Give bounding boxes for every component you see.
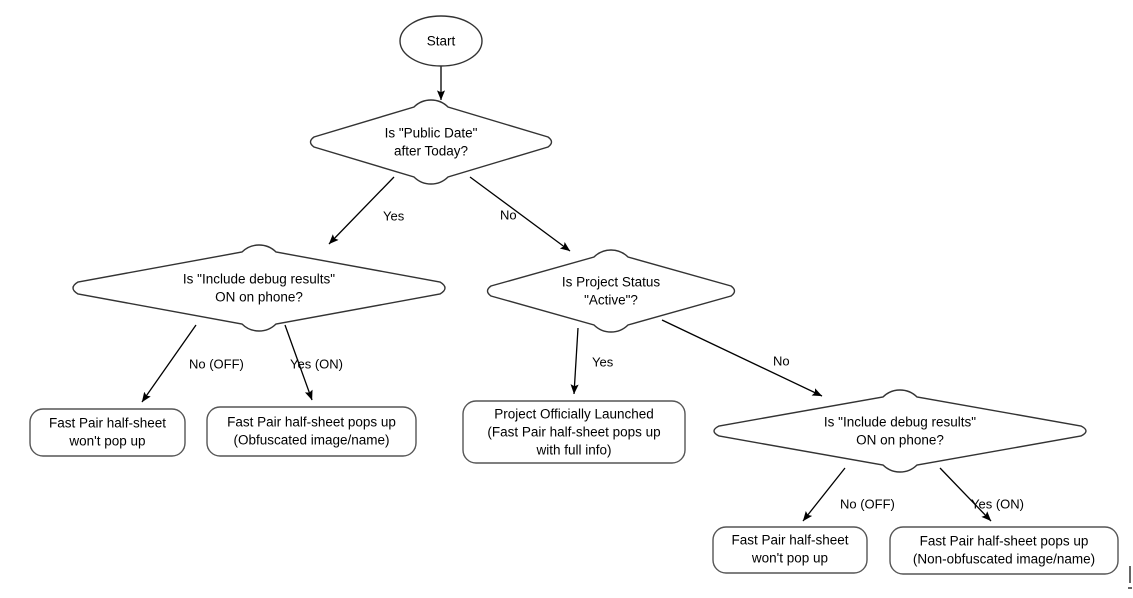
node-terminal-right-off[interactable]: Fast Pair half-sheet won't pop up	[712, 526, 868, 574]
node-decision-debug-right[interactable]: Is "Include debug results" ON on phone?	[713, 389, 1087, 473]
debug-left-line2: ON on phone?	[215, 290, 303, 305]
right-off-line2: won't pop up	[751, 551, 828, 566]
edge-right-debug-no-off	[802, 467, 846, 522]
left-on-box	[206, 406, 417, 457]
edge-left-debug-yes-on	[284, 324, 313, 401]
edge-public-date-no	[469, 176, 571, 252]
edge-project-status-no	[661, 319, 823, 397]
right-off-box	[712, 526, 868, 574]
node-decision-public-date[interactable]: Is "Public Date" after Today?	[309, 99, 553, 185]
edge-group	[141, 66, 992, 522]
page-edge-marks	[1128, 566, 1132, 589]
right-on-line2: (Non-obfuscated image/name)	[913, 552, 1095, 567]
project-status-line1: Is Project Status	[562, 275, 661, 290]
public-date-line2: after Today?	[394, 144, 468, 159]
node-terminal-launched[interactable]: Project Officially Launched (Fast Pair h…	[462, 400, 686, 464]
edge-left-debug-no-off	[141, 324, 197, 403]
public-date-line1: Is "Public Date"	[385, 126, 478, 141]
edge-project-status-yes	[570, 327, 579, 395]
edge-label-no-off-left: No (OFF)	[189, 356, 244, 371]
project-status-diamond	[486, 249, 736, 333]
left-on-line1: Fast Pair half-sheet pops up	[227, 415, 396, 430]
node-decision-debug-left[interactable]: Is "Include debug results" ON on phone?	[72, 244, 446, 332]
public-date-diamond	[309, 99, 553, 185]
start-ellipse	[399, 15, 483, 67]
node-terminal-right-on[interactable]: Fast Pair half-sheet pops up (Non-obfusc…	[889, 526, 1119, 575]
launched-line2: (Fast Pair half-sheet pops up	[487, 425, 660, 440]
node-decision-project-status[interactable]: Is Project Status "Active"?	[486, 249, 736, 333]
node-start[interactable]: Start	[399, 15, 483, 67]
project-status-line2: "Active"?	[584, 293, 638, 308]
edge-label-yes-public-date: Yes	[383, 208, 405, 223]
launched-line3: with full info)	[535, 443, 611, 458]
right-on-line1: Fast Pair half-sheet pops up	[920, 534, 1089, 549]
left-off-box	[29, 408, 186, 457]
edge-label-no-off-right: No (OFF)	[840, 496, 895, 511]
debug-right-diamond	[713, 389, 1087, 473]
debug-right-line2: ON on phone?	[856, 433, 944, 448]
launched-box	[462, 400, 686, 464]
right-on-box	[889, 526, 1119, 575]
edge-label-group: Yes No No (OFF) Yes (ON) Yes No No (OFF)…	[189, 207, 1024, 511]
edge-label-yes-on-left: Yes (ON)	[290, 356, 343, 371]
left-off-line2: won't pop up	[68, 434, 145, 449]
start-label: Start	[427, 34, 456, 49]
node-terminal-left-off[interactable]: Fast Pair half-sheet won't pop up	[29, 408, 186, 457]
left-on-line2: (Obfuscated image/name)	[233, 433, 389, 448]
edge-label-yes-active: Yes	[592, 354, 614, 369]
node-terminal-left-on[interactable]: Fast Pair half-sheet pops up (Obfuscated…	[206, 406, 417, 457]
right-off-line1: Fast Pair half-sheet	[731, 533, 848, 548]
edge-label-no-public-date: No	[500, 207, 517, 222]
debug-left-diamond	[72, 244, 446, 332]
edge-label-yes-on-right: Yes (ON)	[971, 496, 1024, 511]
debug-right-line1: Is "Include debug results"	[824, 415, 976, 430]
edge-right-debug-yes-on	[939, 467, 992, 522]
launched-line1: Project Officially Launched	[494, 407, 654, 422]
left-off-line1: Fast Pair half-sheet	[49, 416, 166, 431]
edge-label-no-active: No	[773, 353, 790, 368]
debug-left-line1: Is "Include debug results"	[183, 272, 335, 287]
edge-public-date-yes	[328, 176, 395, 245]
